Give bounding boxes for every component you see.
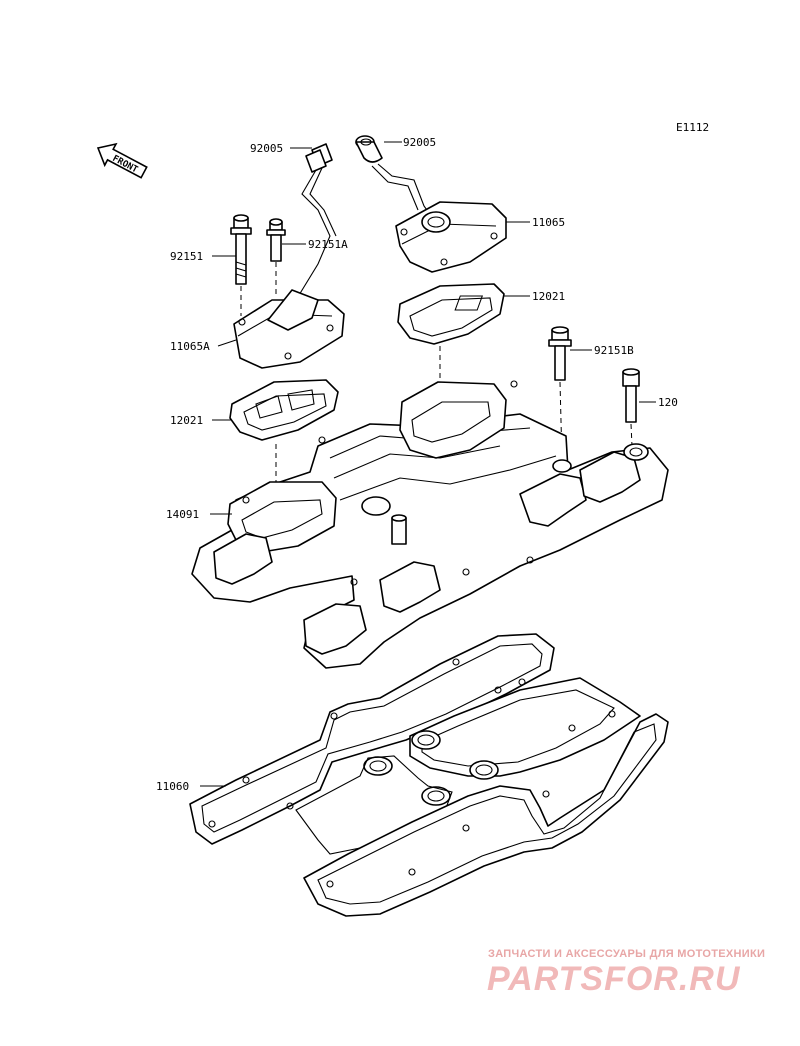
breather-cover-11065 bbox=[395, 201, 507, 273]
head-cover-14091 bbox=[191, 380, 669, 669]
bolt-92151 bbox=[230, 214, 252, 316]
gasket-12021-upper bbox=[307, 283, 505, 345]
label-14091: 14091 bbox=[166, 508, 199, 521]
label-12021-lower: 12021 bbox=[170, 414, 203, 427]
gasket-12021-lower bbox=[229, 346, 441, 484]
label-92005-left: 92005 bbox=[250, 142, 283, 155]
watermark-tagline: ЗАПЧАСТИ И АКСЕССУАРЫ ДЛЯ МОТОТЕХНИКИ bbox=[488, 948, 766, 960]
front-arrow-icon: FRONT bbox=[96, 142, 148, 179]
watermark-brand: PARTSFOR.RU bbox=[487, 960, 741, 998]
gasket-11060 bbox=[189, 633, 669, 917]
diagram-code: E1112 bbox=[676, 121, 709, 134]
label-92005-right: 92005 bbox=[403, 136, 436, 149]
label-92151: 92151 bbox=[170, 250, 203, 263]
bolt-120 bbox=[622, 368, 640, 447]
label-11065: 11065 bbox=[532, 216, 565, 229]
label-92151A: 92151A bbox=[308, 238, 348, 251]
label-11060: 11060 bbox=[156, 780, 189, 793]
leader-lines bbox=[200, 141, 656, 787]
label-92151B: 92151B bbox=[594, 344, 634, 357]
hose-92005-left bbox=[295, 143, 337, 301]
label-11065A: 11065A bbox=[170, 340, 210, 353]
bolt-92151A bbox=[266, 218, 286, 294]
breather-cover-11065A bbox=[233, 289, 345, 369]
label-120: 120 bbox=[658, 396, 678, 409]
label-12021-upper: 12021 bbox=[532, 290, 565, 303]
